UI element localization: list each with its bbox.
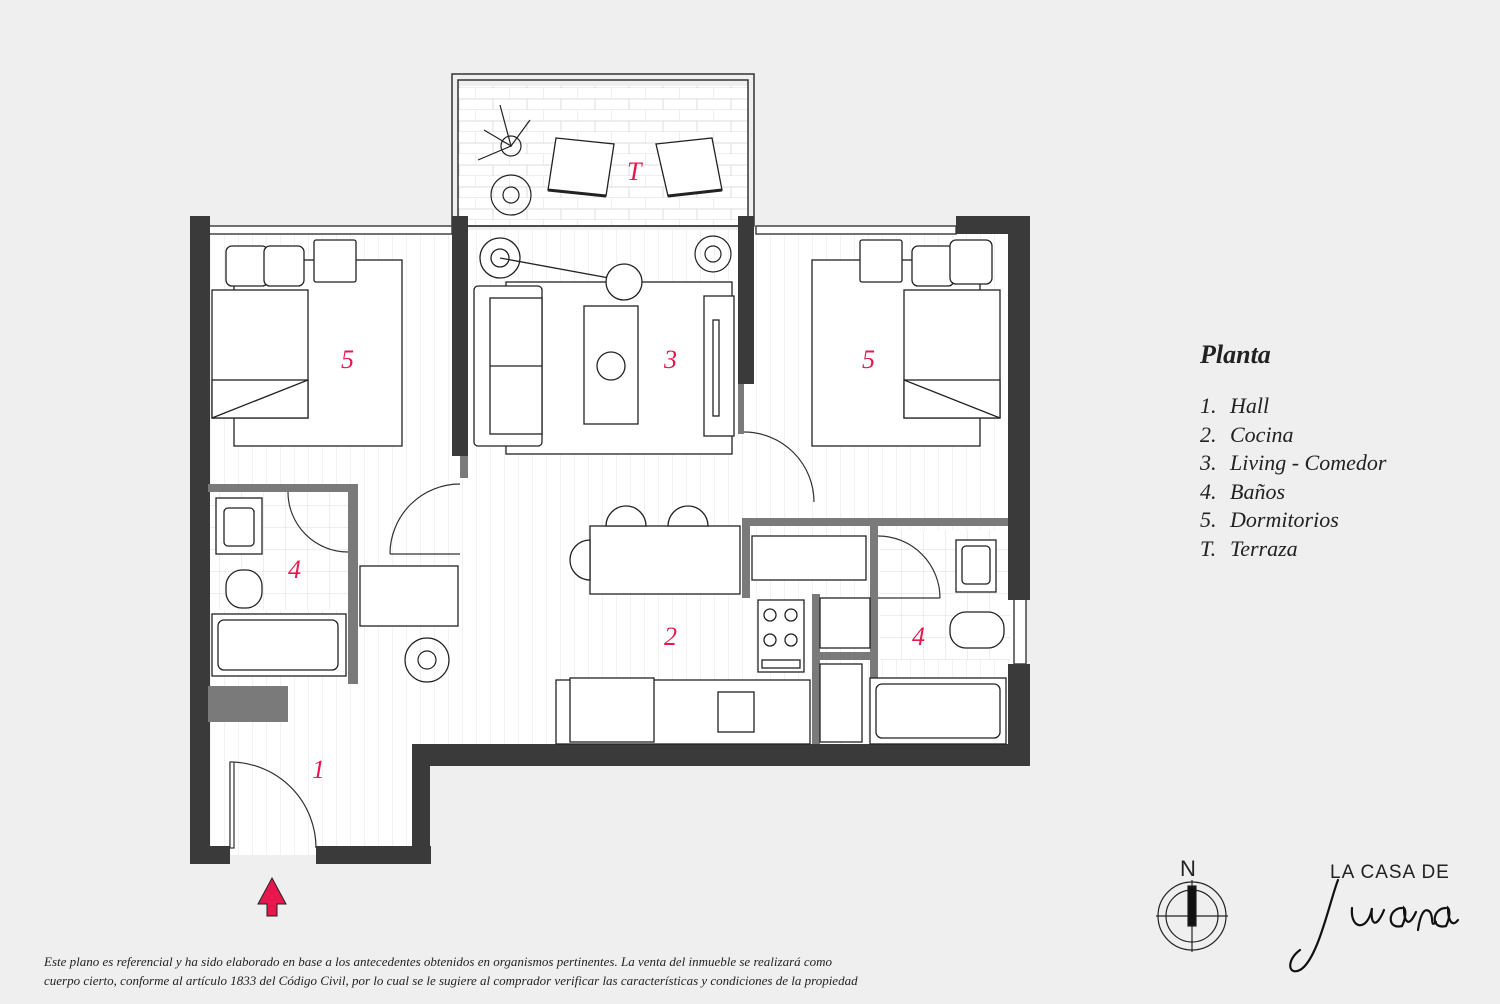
exterior-walls [190, 216, 1030, 864]
kitchen-furniture [359, 535, 871, 745]
legend-item-label: Terraza [1230, 535, 1298, 561]
right-bedroom [811, 239, 1001, 447]
legend: Planta 1. Hall 2. Cocina 3. Living - Comedo… [1200, 340, 1480, 563]
legend-list: 1. Hall 2. Cocina 3. Living - Comedor 4. Bañ… [1200, 392, 1480, 563]
disclaimer: Este plano es referencial y ha sido elab… [44, 952, 1104, 990]
entrance-arrow-icon [257, 876, 287, 917]
legend-item-number: 2. [1200, 421, 1217, 447]
legend-item: 3. Living - Comedor [1200, 449, 1480, 478]
room-labels: 1 2 3 4 4 5 5 T [288, 157, 925, 784]
legend-item: T. Terraza [1200, 535, 1480, 564]
brand-name: LA CASA DE [1330, 862, 1450, 883]
living-furniture [473, 237, 735, 455]
room-label-5b: 5 [862, 345, 875, 374]
room-label-5a: 5 [341, 345, 354, 374]
legend-item-label: Hall [1230, 393, 1270, 418]
compass-north-label: N [1180, 856, 1196, 881]
terrace-railing [451, 73, 755, 227]
disclaimer-line-1: Este plano es referencial y ha sido elab… [44, 954, 833, 969]
legend-item: 1. Hall [1200, 392, 1480, 421]
terrace-chairs [547, 137, 723, 198]
legend-item-label: Baños [1230, 478, 1285, 504]
brand-logo [1289, 878, 1460, 973]
legend-item-number: T. [1200, 535, 1217, 561]
room-label-4b: 4 [912, 622, 925, 651]
doors [229, 431, 941, 849]
room-label-3: 3 [663, 345, 677, 374]
legend-title: Planta [1200, 340, 1271, 369]
compass-icon [1156, 880, 1228, 952]
interior-walls [208, 384, 1008, 744]
dining-furniture [569, 505, 741, 595]
plants [404, 104, 732, 683]
legend-item-number: 5. [1200, 507, 1217, 532]
room-label-t: T [627, 157, 643, 186]
bathroom-fixtures [211, 497, 1007, 745]
legend-item-number: 3. [1200, 450, 1217, 475]
legend-item: 2. Cocina [1200, 421, 1480, 450]
room-label-4a: 4 [288, 555, 301, 584]
room-label-2: 2 [664, 622, 677, 651]
legend-item-label: Dormitorios [1230, 507, 1339, 532]
legend-item-label: Cocina [1230, 421, 1294, 447]
disclaimer-line-2: cuerpo cierto, conforme al artículo 1833… [44, 973, 858, 988]
legend-item-label: Living - Comedor [1230, 450, 1387, 475]
legend-item-number: 4. [1200, 478, 1217, 504]
legend-item: 5. Dormitorios [1200, 506, 1480, 535]
legend-item-number: 1. [1200, 393, 1217, 418]
legend-item: 4. Baños [1200, 478, 1480, 507]
left-bedroom [211, 239, 403, 447]
room-label-1: 1 [312, 755, 325, 784]
